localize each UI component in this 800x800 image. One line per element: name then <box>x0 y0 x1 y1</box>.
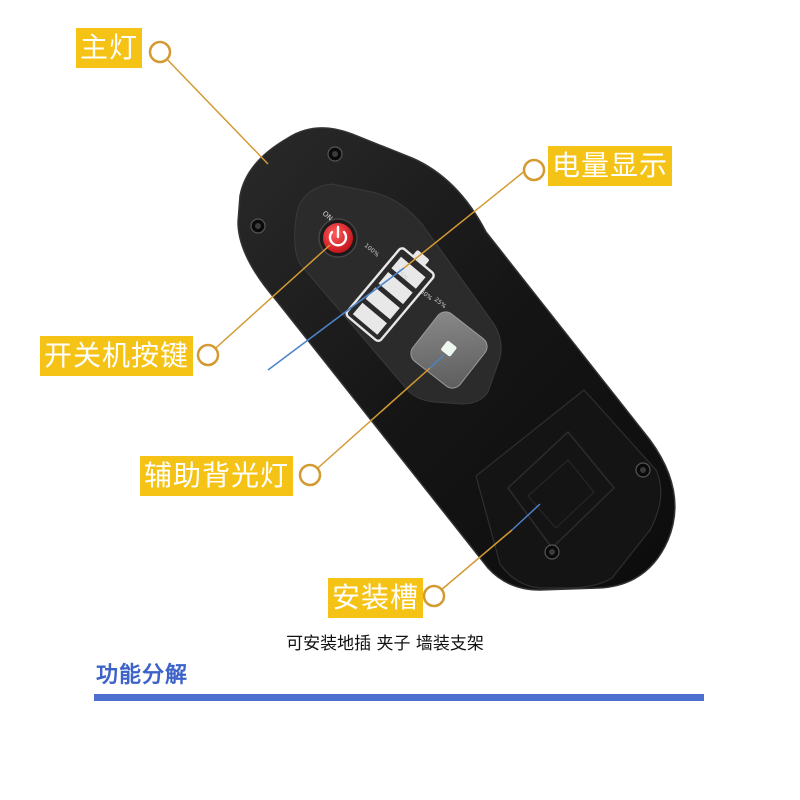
screw-icon <box>544 544 560 560</box>
callout-dot-icon <box>148 40 172 64</box>
screw-icon <box>327 146 343 162</box>
screw-icon <box>635 462 651 478</box>
power-icon <box>328 225 348 247</box>
callout-dot-icon <box>196 343 220 367</box>
callout-dot-icon <box>422 584 446 608</box>
power-button[interactable] <box>318 218 358 258</box>
label-power-button: 开关机按键 <box>40 336 194 376</box>
screw-icon <box>250 218 266 234</box>
leader-lines <box>159 51 541 597</box>
section-title: 功能分解 <box>96 663 189 688</box>
callout-dot-icon <box>298 463 322 487</box>
callout-dot-icon <box>522 158 546 182</box>
label-main-light: 主灯 <box>76 28 143 68</box>
section-divider <box>94 694 704 701</box>
mounting-options-caption: 可安装地插 夹子 墙装支架 <box>286 634 484 654</box>
label-battery-display: 电量显示 <box>548 146 673 186</box>
label-mount-slot: 安装槽 <box>328 578 424 618</box>
label-backlight: 辅助背光灯 <box>140 456 294 496</box>
